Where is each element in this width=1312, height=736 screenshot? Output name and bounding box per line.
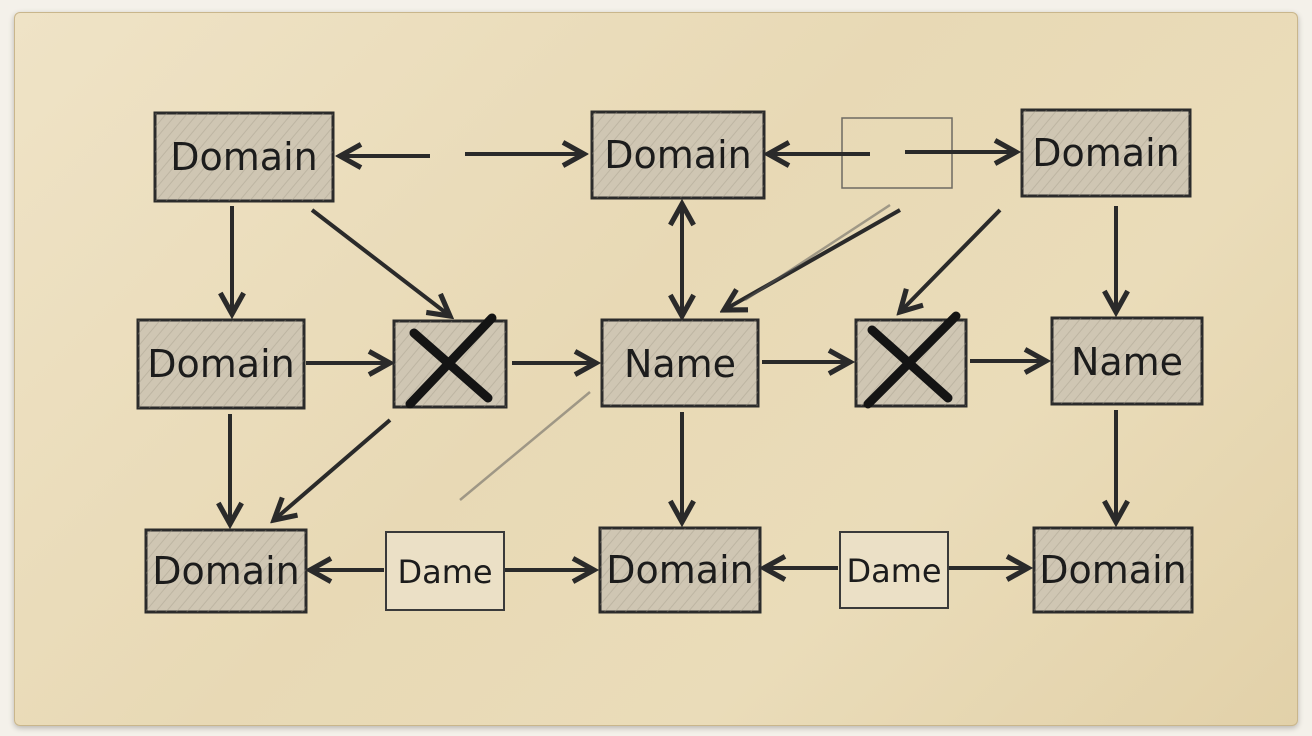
node-hatch <box>155 113 333 201</box>
node-domain-top-right: Domain <box>1020 108 1192 198</box>
node-x-right <box>854 311 968 409</box>
node-label: Dame <box>846 552 941 590</box>
node-domain-bottom-center: Domain <box>598 526 762 614</box>
node-hatch <box>138 320 304 408</box>
node-box <box>385 531 505 611</box>
node-label: Name <box>624 342 736 386</box>
node-domain-middle-left: Domain <box>136 318 306 410</box>
edge-arrow-n1-to-n5 <box>310 208 450 316</box>
node-label: Name <box>1071 340 1183 384</box>
node-label: Domain <box>147 342 294 386</box>
node-hatch <box>602 320 758 406</box>
edge-arrow-n3-to-n7 <box>900 208 1002 312</box>
node-label: Domain <box>170 135 317 179</box>
node-domain-top-left: Domain <box>153 111 335 203</box>
x-mark-stroke <box>863 311 961 409</box>
node-hatch <box>1052 318 1202 404</box>
node-domain-bottom-left: Domain <box>144 528 308 614</box>
node-name-right: Name <box>1050 316 1204 406</box>
node-x-left <box>392 313 508 409</box>
node-label: Domain <box>152 549 299 593</box>
node-label: Domain <box>606 548 753 592</box>
node-label: Domain <box>604 133 751 177</box>
node-label: Domain <box>1039 548 1186 592</box>
node-hatch <box>146 530 306 612</box>
node-hatch <box>1022 110 1190 196</box>
node-hatch <box>600 528 760 612</box>
node-label: Dame <box>397 553 492 591</box>
node-domain-top-center: Domain <box>590 110 766 200</box>
node-dame-right: Dame <box>839 531 949 609</box>
node-hatch <box>592 112 764 198</box>
node-dame-left: Dame <box>385 531 505 611</box>
node-hatch <box>1034 528 1192 612</box>
sketch-stroke <box>459 391 591 501</box>
node-name-center: Name <box>600 318 760 408</box>
x-mark-stroke <box>405 313 497 409</box>
edge-arrow-n5-to-n9 <box>274 418 392 520</box>
sketch-stroke <box>744 203 891 302</box>
node-domain-bottom-right: Domain <box>1032 526 1194 614</box>
node-label: Domain <box>1032 131 1179 175</box>
node-box <box>839 531 949 609</box>
edges-layer <box>230 152 1116 570</box>
